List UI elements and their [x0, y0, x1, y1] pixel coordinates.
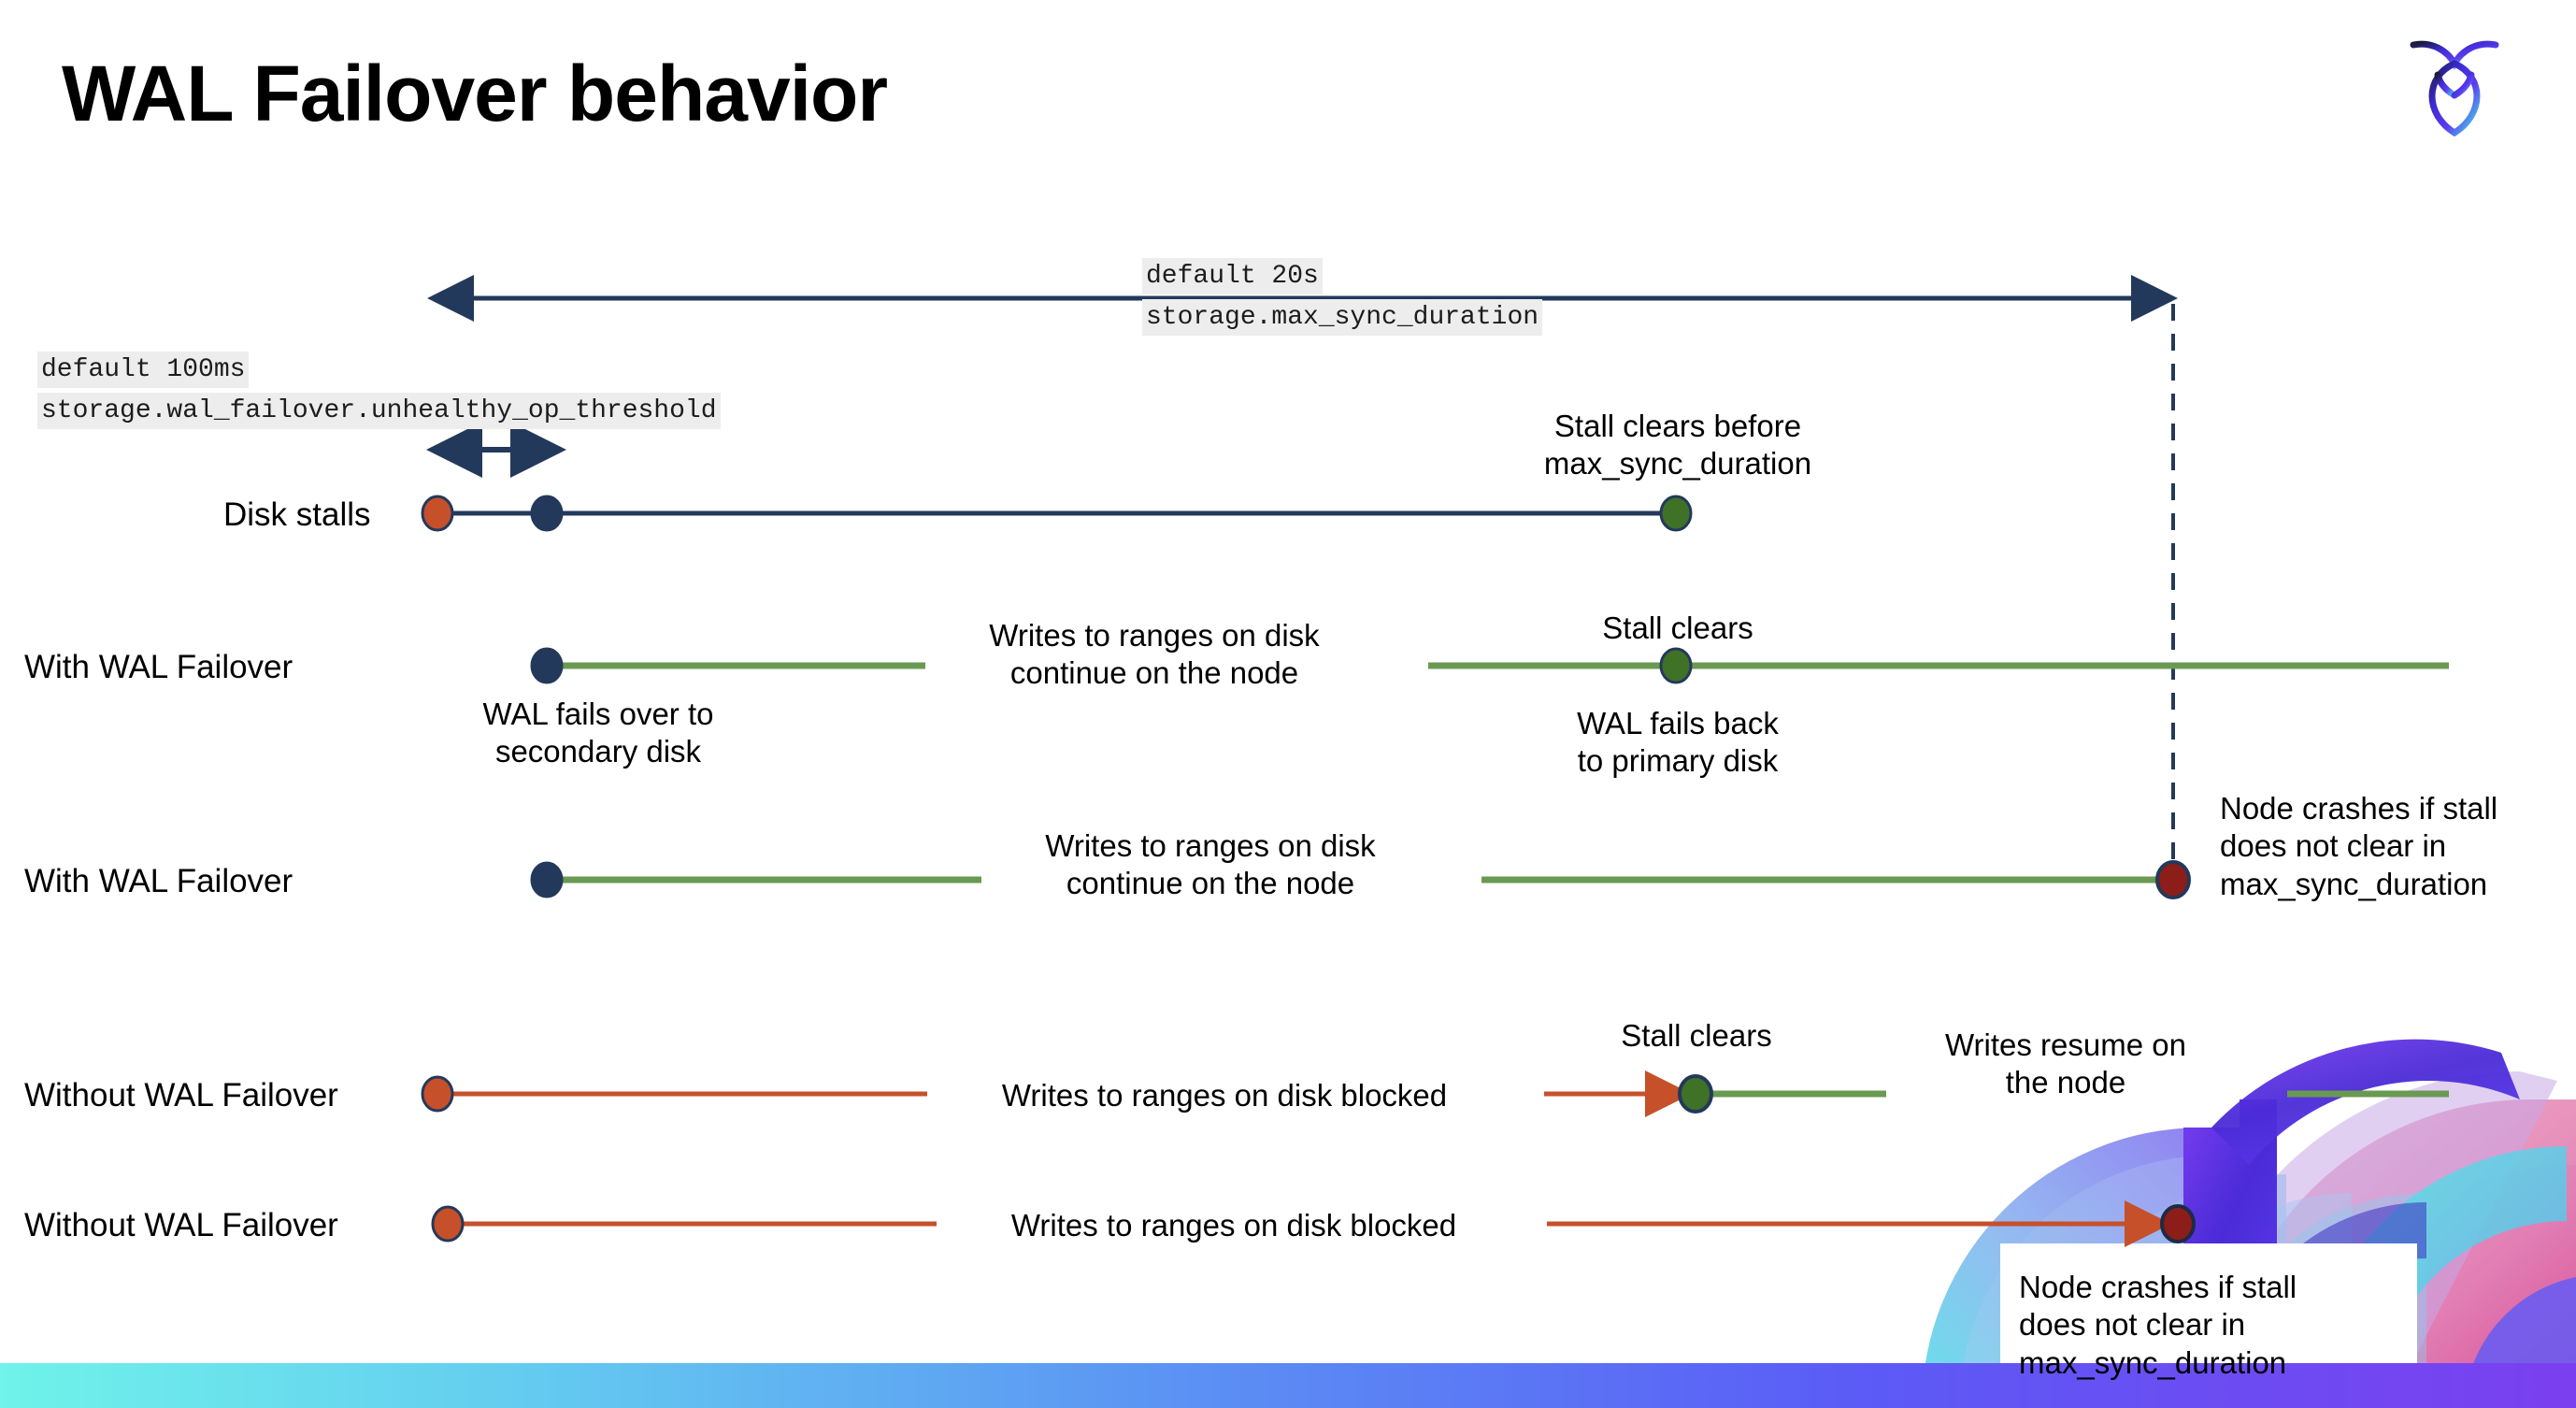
cockroachdb-logo-icon [2404, 28, 2505, 138]
artwork-top-mask [2230, 879, 2286, 898]
row-label-with-wal-failover-2: With WAL Failover [24, 863, 293, 899]
note-stall-clears-row2: Stall clears [1602, 611, 1753, 645]
bottom-gradient-bar [0, 1363, 2576, 1408]
note-node-crashes-row5: Node crashes if stall does not clear in … [2019, 1270, 2297, 1380]
note-wal-fails-back: WAL fails back to primary disk [1577, 706, 1779, 779]
page-title: WAL Failover behavior [62, 50, 888, 137]
note-stall-clears-row4: Stall clears [1621, 1018, 1772, 1053]
note-stall-clears-before: Stall clears before max_sync_duration [1543, 409, 1812, 481]
row-label-without-wal-failover-2: Without WAL Failover [24, 1207, 338, 1243]
note-writes-continue-row2: Writes to ranges on disk continue on the… [989, 618, 1320, 691]
note-wal-fails-over: WAL fails over to secondary disk [482, 697, 714, 769]
row-label-with-wal-failover-1: With WAL Failover [24, 649, 293, 685]
max-sync-duration-default: default 20s [1142, 258, 1323, 295]
note-writes-blocked-row4: Writes to ranges on disk blocked [1001, 1078, 1448, 1113]
unhealthy-op-threshold-setting: storage.wal_failover.unhealthy_op_thresh… [37, 393, 721, 430]
note-writes-blocked-row5: Writes to ranges on disk blocked [1010, 1208, 1457, 1243]
note-writes-resume: Writes resume on the node [1945, 1027, 2186, 1100]
max-sync-duration-setting: storage.max_sync_duration [1142, 299, 1543, 337]
note-node-crashes-row3: Node crashes if stall does not clear in … [2220, 791, 2498, 901]
row-label-disk-stalls: Disk stalls [223, 496, 371, 533]
note-writes-continue-row3: Writes to ranges on disk continue on the… [1045, 828, 1376, 901]
unhealthy-op-threshold-default: default 100ms [37, 352, 250, 389]
row-label-without-wal-failover-1: Without WAL Failover [24, 1077, 338, 1113]
